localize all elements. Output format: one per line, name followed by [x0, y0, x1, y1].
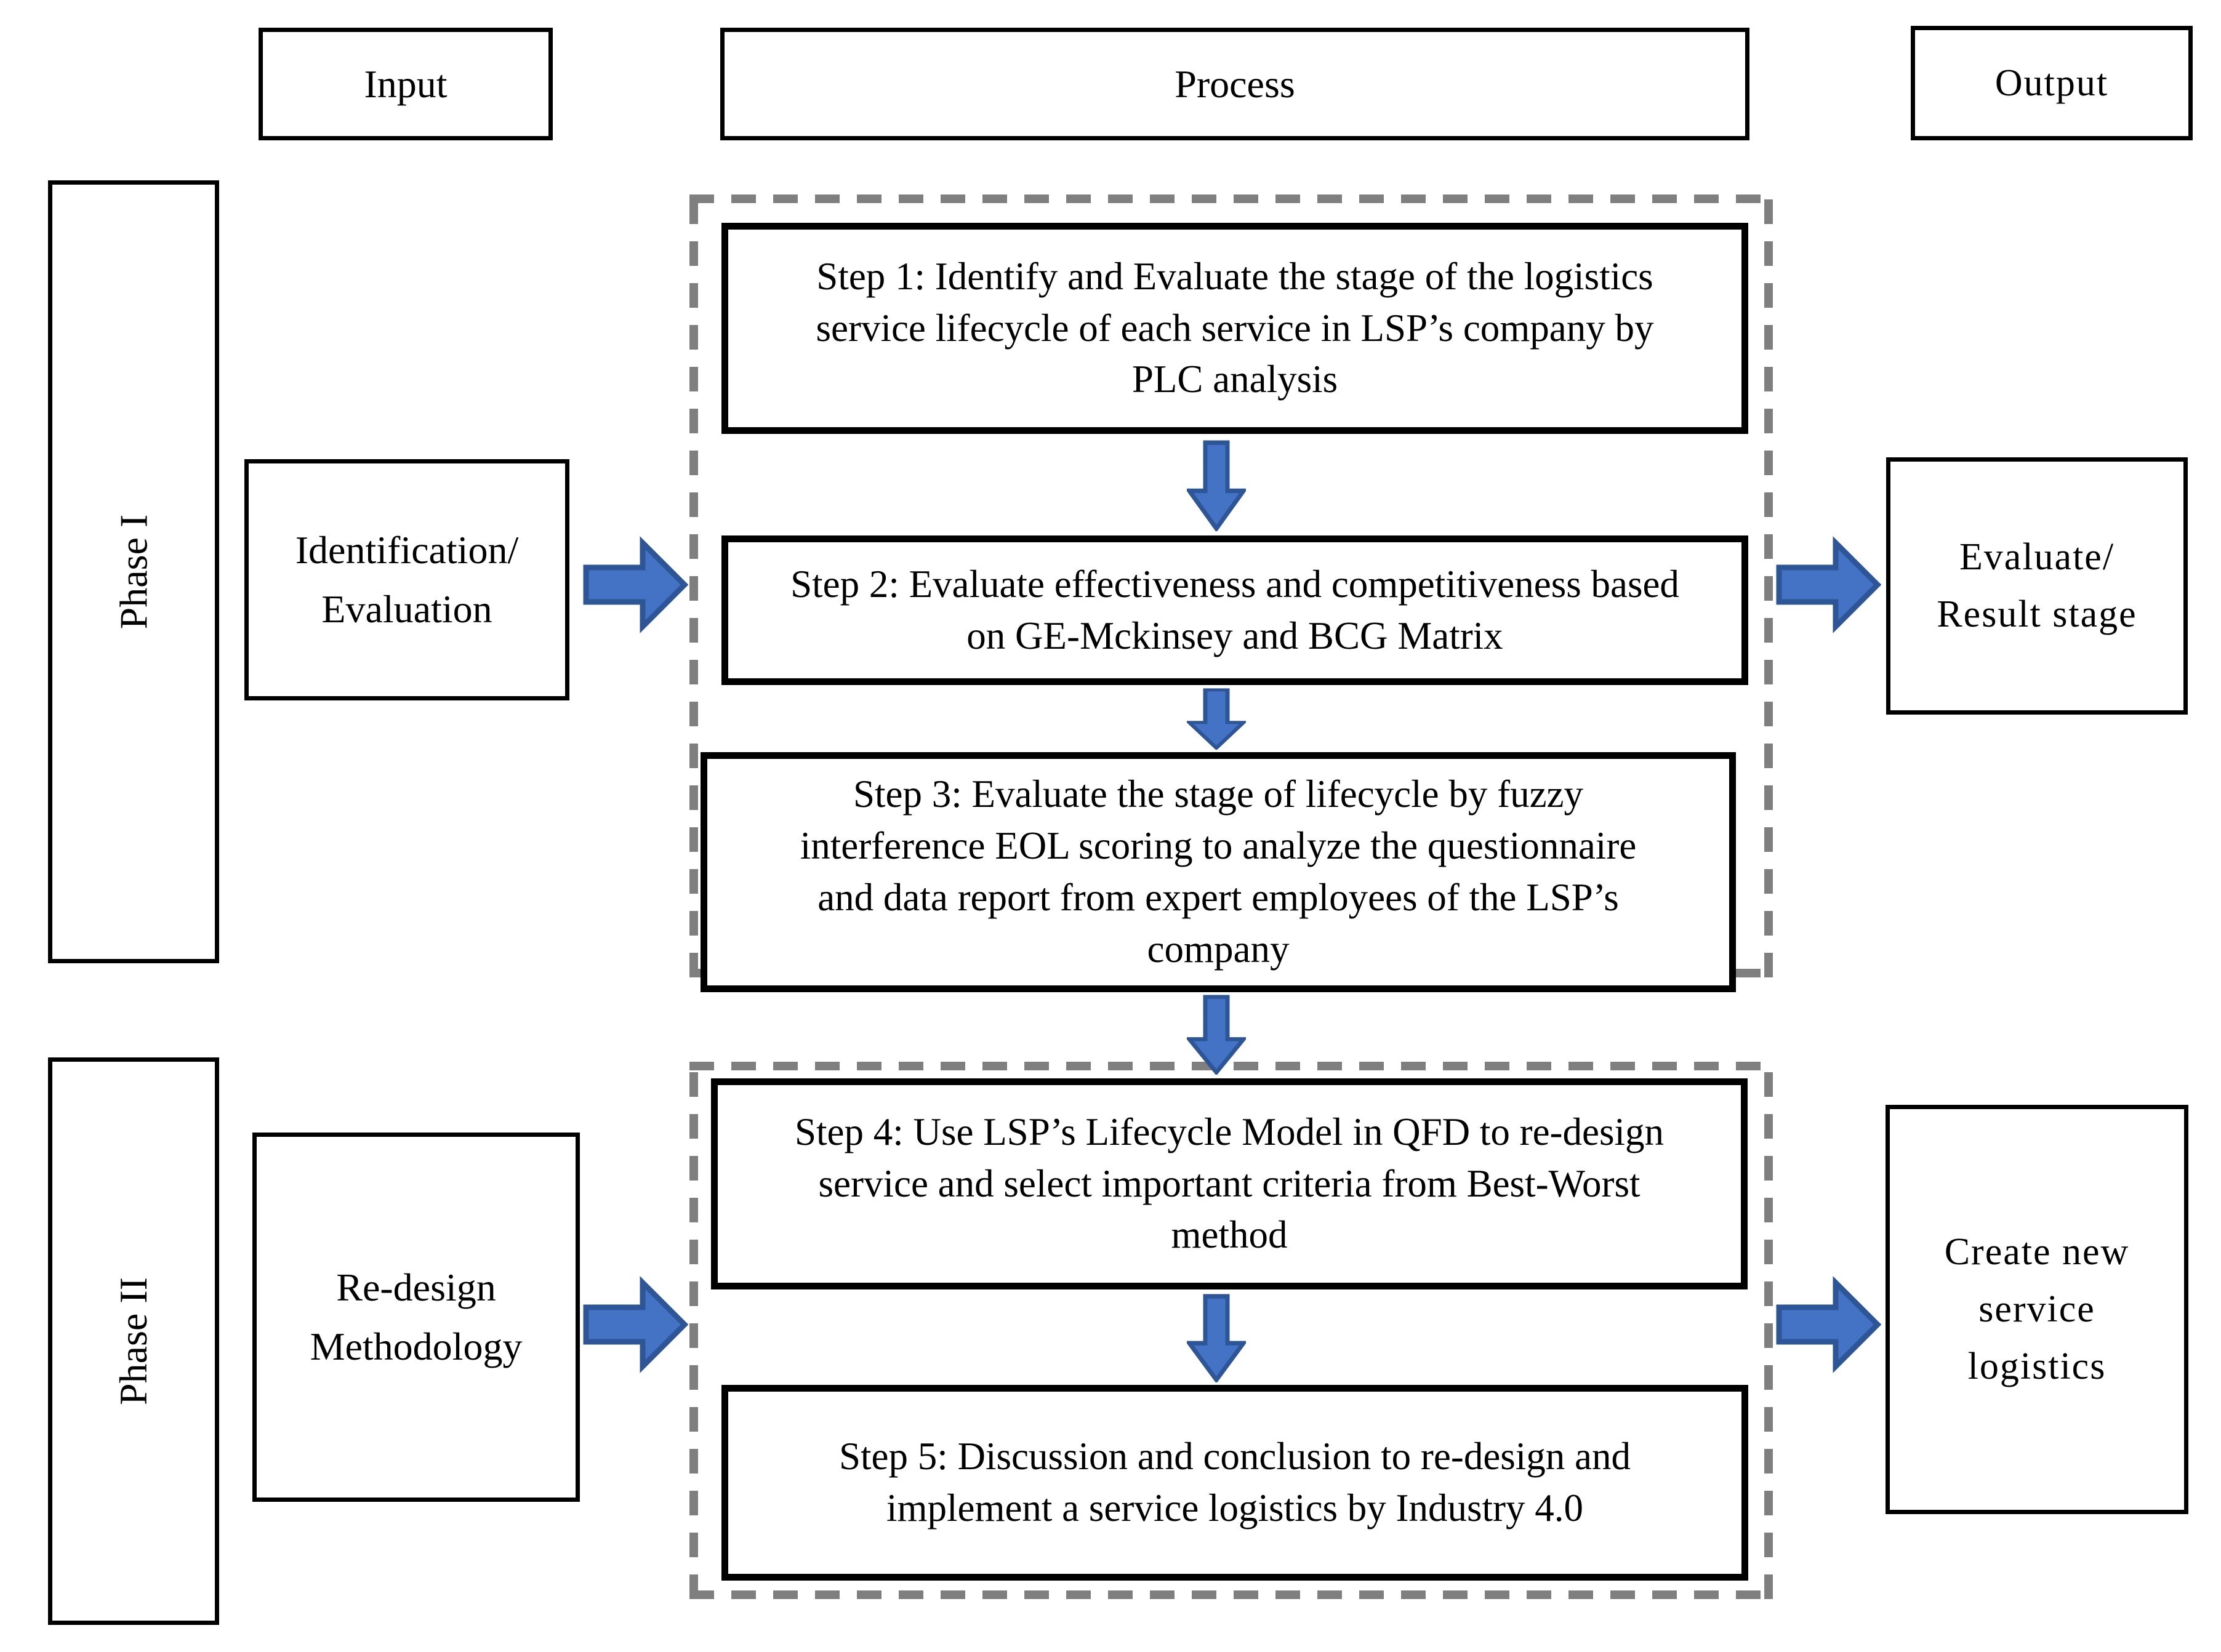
phase1-output-box: Evaluate/ Result stage: [1886, 457, 2188, 715]
step1-text: Step 1: Identify and Evaluate the stage …: [816, 251, 1654, 406]
text-line: service lifecycle of each service in LSP…: [816, 306, 1654, 350]
text-line: Result stage: [1937, 593, 2137, 635]
text-line: Methodology: [310, 1325, 523, 1368]
phase2-output-text: Create new service logistics: [1945, 1224, 2130, 1395]
text-line: logistics: [1967, 1345, 2107, 1387]
text-line: on GE-Mckinsey and BCG Matrix: [966, 614, 1503, 657]
text-line: Re-design: [336, 1265, 496, 1309]
phase2-sidebar: Phase II: [48, 1057, 219, 1625]
text-line: Step 1: Identify and Evaluate the stage …: [816, 254, 1653, 298]
step4-box: Step 4: Use LSP’s Lifecycle Model in QFD…: [711, 1078, 1748, 1289]
text-line: Evaluation: [321, 587, 492, 631]
text-line: Step 3: Evaluate the stage of lifecycle …: [853, 772, 1584, 816]
arrow-right-icon: [582, 533, 688, 636]
text-line: service and select important criteria fr…: [818, 1161, 1641, 1205]
phase1-sidebar: Phase I: [48, 180, 219, 963]
text-line: Evaluate/: [1959, 536, 2115, 578]
column-header-process: Process: [720, 28, 1749, 140]
step3-box: Step 3: Evaluate the stage of lifecycle …: [701, 752, 1736, 992]
step5-box: Step 5: Discussion and conclusion to re-…: [721, 1385, 1748, 1581]
step3-text: Step 3: Evaluate the stage of lifecycle …: [800, 769, 1637, 975]
phase1-label: Phase I: [111, 514, 155, 630]
phase2-input-box: Re-design Methodology: [252, 1133, 580, 1502]
text-line: and data report from expert employees of…: [817, 876, 1619, 919]
arrow-right-icon: [1775, 533, 1881, 636]
text-line: PLC analysis: [1131, 358, 1338, 401]
text-line: interference EOL scoring to analyze the …: [800, 824, 1637, 868]
phase2-label: Phase II: [111, 1277, 155, 1405]
step1-box: Step 1: Identify and Evaluate the stage …: [721, 223, 1748, 434]
header-label: Process: [1175, 62, 1295, 106]
step2-box: Step 2: Evaluate effectiveness and compe…: [721, 535, 1748, 685]
column-header-output: Output: [1911, 26, 2193, 140]
header-label: Input: [364, 62, 448, 106]
text-line: Step 2: Evaluate effectiveness and compe…: [790, 562, 1679, 606]
arrow-right-icon: [1775, 1273, 1881, 1376]
step2-text: Step 2: Evaluate effectiveness and compe…: [790, 559, 1679, 662]
phase1-input-box: Identification/ Evaluation: [244, 459, 569, 700]
arrow-down-icon: [1187, 1294, 1246, 1382]
text-line: Step 5: Discussion and conclusion to re-…: [838, 1435, 1631, 1478]
text-line: Step 4: Use LSP’s Lifecycle Model in QFD…: [794, 1110, 1665, 1153]
step4-text: Step 4: Use LSP’s Lifecycle Model in QFD…: [795, 1107, 1664, 1261]
phase2-output-box: Create new service logistics: [1886, 1105, 2188, 1514]
step5-text: Step 5: Discussion and conclusion to re-…: [839, 1431, 1631, 1534]
text-line: method: [1171, 1213, 1288, 1257]
text-line: service: [1978, 1288, 2095, 1330]
text-line: company: [1147, 927, 1290, 971]
text-line: Create new: [1944, 1231, 2130, 1273]
header-label: Output: [1994, 62, 2109, 104]
phase1-input-text: Identification/ Evaluation: [295, 521, 519, 639]
column-header-input: Input: [259, 28, 553, 140]
text-line: implement a service logistics by Industr…: [886, 1486, 1584, 1530]
phase1-output-text: Evaluate/ Result stage: [1937, 529, 2137, 643]
arrow-down-icon: [1187, 995, 1246, 1075]
arrow-down-icon: [1187, 688, 1246, 750]
arrow-right-icon: [582, 1273, 688, 1376]
phase2-input-text: Re-design Methodology: [310, 1258, 523, 1376]
arrow-down-icon: [1187, 440, 1246, 531]
text-line: Identification/: [295, 528, 519, 572]
